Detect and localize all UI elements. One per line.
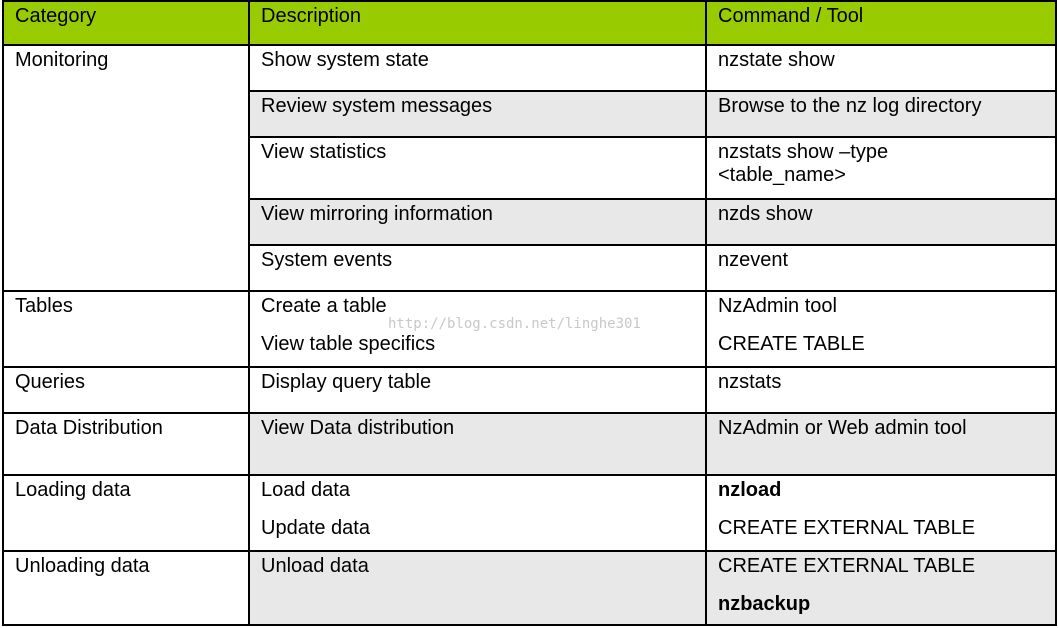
header-category: Category bbox=[2, 0, 250, 46]
command-cell: nzstate show bbox=[705, 44, 1057, 92]
command-line: nzbackup bbox=[718, 593, 811, 615]
table-row: Unloading data Unload data CREATE EXTERN… bbox=[2, 550, 1057, 626]
command-cell: nzload CREATE EXTERNAL TABLE bbox=[705, 474, 1057, 552]
header-description: Description bbox=[248, 0, 707, 46]
command-line: NzAdmin tool bbox=[718, 295, 837, 317]
table-row: Data Distribution View Data distribution… bbox=[2, 412, 1057, 476]
command-line: CREATE TABLE bbox=[718, 333, 865, 355]
description-cell: Unload data bbox=[248, 550, 707, 626]
header-row: Category Description Command / Tool bbox=[2, 0, 1057, 46]
description-cell: View statistics bbox=[248, 136, 707, 200]
description-line: Update data bbox=[261, 517, 370, 539]
command-line: <table_name> bbox=[718, 164, 846, 186]
command-cell: NzAdmin tool CREATE TABLE bbox=[705, 290, 1057, 368]
table-row: Loading data Load data Update data nzloa… bbox=[2, 474, 1057, 552]
category-cell: Data Distribution bbox=[2, 412, 250, 476]
category-cell: Tables bbox=[2, 290, 250, 368]
command-line: CREATE EXTERNAL TABLE bbox=[718, 555, 976, 577]
category-cell: Unloading data bbox=[2, 550, 250, 626]
description-cell: Create a table View table specifics bbox=[248, 290, 707, 368]
description-cell: View Data distribution bbox=[248, 412, 707, 476]
description-cell: Show system state bbox=[248, 44, 707, 92]
description-line: View table specifics bbox=[261, 333, 436, 355]
description-cell: Load data Update data bbox=[248, 474, 707, 552]
table-row: View statistics nzstats show –type <tabl… bbox=[3, 136, 1057, 200]
table-row: Monitoring Show system state nzstate sho… bbox=[2, 44, 1057, 292]
command-line: CREATE EXTERNAL TABLE bbox=[718, 517, 976, 539]
command-line: nzload bbox=[718, 479, 782, 501]
command-cell: nzstats bbox=[705, 366, 1057, 414]
description-line: Load data bbox=[261, 479, 350, 501]
command-cell: nzstats show –type <table_name> bbox=[705, 136, 1057, 200]
category-cell: Loading data bbox=[2, 474, 250, 552]
table-row: System events nzevent bbox=[3, 244, 1057, 292]
command-cell: Browse to the nz log directory bbox=[705, 90, 1057, 138]
description-cell: Review system messages bbox=[248, 90, 707, 138]
table-row: Review system messages Browse to the nz … bbox=[3, 90, 1057, 138]
table-row: Tables Create a table View table specifi… bbox=[2, 290, 1057, 368]
table-row: Queries Display query table nzstats bbox=[2, 366, 1057, 414]
command-line: nzstats show –type bbox=[718, 141, 889, 163]
command-cell: NzAdmin or Web admin tool bbox=[705, 412, 1057, 476]
category-cell: Queries bbox=[2, 366, 250, 414]
description-cell: View mirroring information bbox=[248, 198, 707, 246]
category-monitoring: Monitoring bbox=[2, 44, 250, 292]
header-command: Command / Tool bbox=[705, 0, 1057, 46]
command-cell: nzds show bbox=[705, 198, 1057, 246]
description-line: Create a table bbox=[261, 295, 387, 317]
description-cell: Display query table bbox=[248, 366, 707, 414]
command-cell: CREATE EXTERNAL TABLE nzbackup bbox=[705, 550, 1057, 626]
description-cell: System events bbox=[248, 244, 707, 292]
command-cell: nzevent bbox=[705, 244, 1057, 292]
